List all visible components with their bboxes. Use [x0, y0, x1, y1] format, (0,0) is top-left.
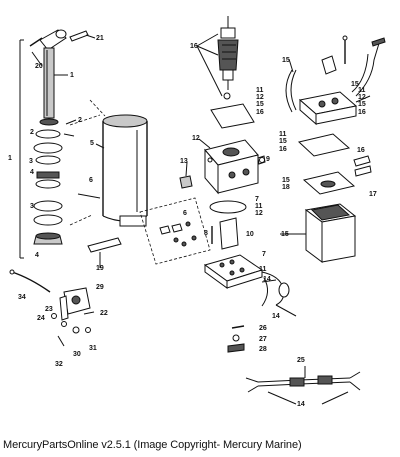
callout-11: 11	[255, 203, 263, 210]
callout-18: 18	[282, 184, 290, 191]
callout-15: 15	[282, 177, 290, 184]
callout-14: 14	[297, 401, 305, 408]
callout-34: 34	[18, 294, 26, 301]
callout-2: 2	[30, 129, 34, 136]
callout-11: 11	[279, 131, 287, 138]
callout-4: 4	[30, 169, 34, 176]
callout-11: 11	[259, 266, 267, 273]
callout-12: 12	[192, 135, 200, 142]
trim-cylinder	[69, 99, 148, 227]
tilt-ram-assembly	[19, 29, 89, 259]
callout-5: 5	[90, 140, 94, 147]
callout-23: 23	[45, 306, 53, 313]
callout-15: 15	[358, 101, 366, 108]
callout-16: 16	[190, 43, 198, 50]
callout-11: 11	[256, 87, 264, 94]
callout-32: 32	[55, 361, 63, 368]
filter-parts	[203, 200, 290, 307]
callout-2: 2	[78, 117, 82, 124]
wire-harness	[245, 371, 361, 393]
callout-27: 27	[259, 336, 267, 343]
motor-housing	[302, 155, 372, 263]
callout-10: 10	[246, 231, 254, 238]
callout-13: 13	[180, 158, 188, 165]
callout-16: 16	[256, 109, 264, 116]
callout-15: 15	[282, 57, 290, 64]
callout-29: 29	[96, 284, 104, 291]
image-copyright-caption: MercuryPartsOnline v2.5.1 (Image Copyrig…	[3, 439, 302, 451]
callout-30: 30	[73, 351, 81, 358]
callout-28: 28	[259, 346, 267, 353]
leader-lines	[31, 33, 349, 405]
callout-16: 16	[357, 147, 365, 154]
callout-16: 16	[279, 146, 287, 153]
callout-3: 3	[29, 158, 33, 165]
callout-17: 17	[369, 191, 377, 198]
callout-11: 11	[358, 87, 366, 94]
callout-31: 31	[89, 345, 97, 352]
callout-6: 6	[89, 177, 93, 184]
exploded-parts-diagram: 1 1 21 20 2 2 3 3 4 4 5 6 6 19 16 15 11 …	[8, 16, 386, 408]
callout-8: 8	[204, 230, 208, 237]
callout-15: 15	[279, 138, 287, 145]
callout-21: 21	[96, 35, 104, 42]
callout-15: 15	[351, 81, 359, 88]
callout-7: 7	[255, 196, 259, 203]
callout-25: 25	[297, 357, 305, 364]
callout-15: 15	[256, 101, 264, 108]
motor-armature	[210, 16, 255, 129]
callout-12: 12	[358, 94, 366, 101]
callout-19: 19	[96, 265, 104, 272]
callout-4: 4	[35, 252, 39, 259]
callout-12: 12	[256, 94, 264, 101]
callout-20: 20	[35, 63, 43, 70]
pump-body	[179, 139, 266, 195]
callout-6: 6	[183, 210, 187, 217]
trim-sender-bracket	[9, 269, 95, 347]
callout-12: 12	[255, 210, 263, 217]
callout-7: 7	[262, 251, 266, 258]
callout-14: 14	[272, 313, 280, 320]
callout-3: 3	[30, 203, 34, 210]
fastener-group	[227, 325, 245, 353]
callout-16: 16	[358, 109, 366, 116]
callout-14: 14	[263, 276, 271, 283]
manifold-valve-group	[77, 193, 211, 265]
callout-22: 22	[100, 310, 108, 317]
callout-9: 9	[266, 156, 270, 163]
callout-1: 1	[8, 155, 12, 162]
callout-26: 26	[259, 325, 267, 332]
callout-1: 1	[70, 72, 74, 79]
callout-24: 24	[37, 315, 45, 322]
reservoir-cover-assembly	[285, 35, 386, 157]
